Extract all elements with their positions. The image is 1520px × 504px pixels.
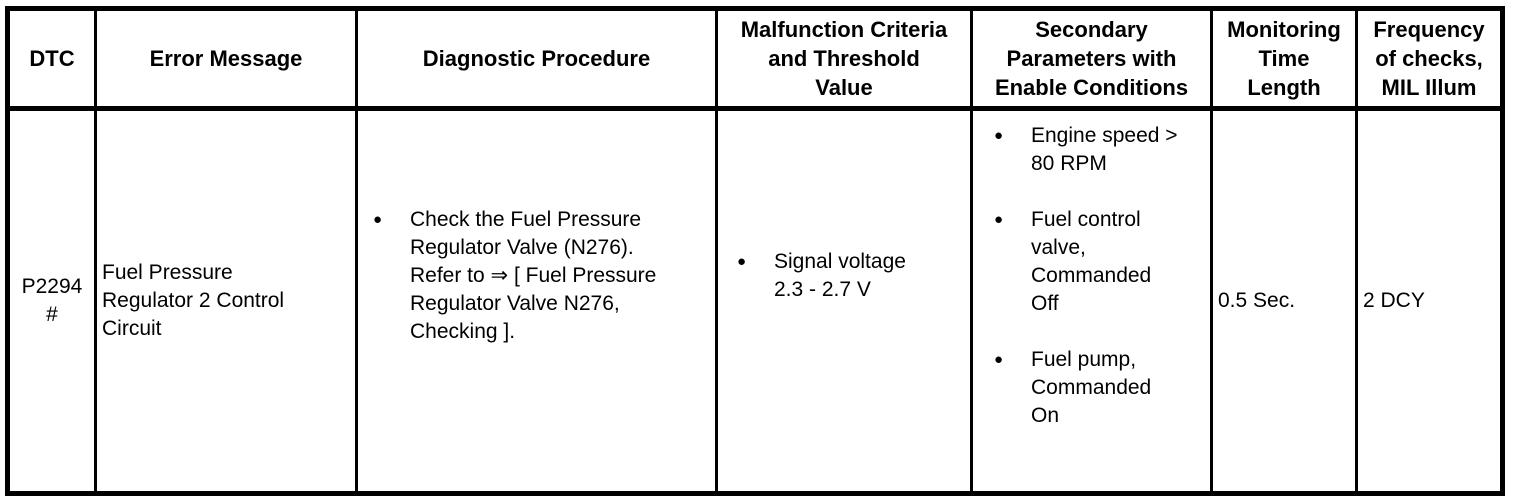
bullet-item-text: Engine speed > 80 RPM: [1031, 124, 1178, 175]
bullet-item-text: Fuel pump, Commanded On: [1031, 348, 1152, 427]
dtc-table: DTC Error Message Diagnostic Procedure M…: [5, 6, 1505, 496]
header-error-message: Error Message: [97, 11, 358, 111]
bullet-item-text: Fuel control valve, Commanded Off: [1031, 208, 1152, 315]
dtc-code-text: P2294 #: [21, 275, 83, 326]
bullet-item-text: Check the Fuel Pressure Regulator Valve …: [410, 208, 657, 343]
bullet-item: ● Engine speed > 80 RPM: [991, 122, 1210, 178]
bullet-icon: ●: [737, 253, 747, 270]
header-monitoring-time-length: Monitoring Time Length: [1213, 11, 1358, 111]
bullet-icon: ●: [994, 127, 1004, 144]
bullet-item: ● Fuel pump, Commanded On: [991, 346, 1210, 430]
bullet-icon: ●: [994, 351, 1004, 368]
bullet-icon: ●: [994, 211, 1004, 228]
bullet-item: ● Signal voltage 2.3 - 2.7 V: [734, 248, 970, 304]
error-message-text: Fuel Pressure Regulator 2 Control Circui…: [102, 261, 285, 340]
bullet-icon: ●: [373, 211, 383, 228]
cell-error-message: Fuel Pressure Regulator 2 Control Circui…: [97, 111, 358, 491]
bullet-item: ● Check the Fuel Pressure Regulator Valve…: [370, 206, 715, 346]
cell-secondary-parameters: ● Engine speed > 80 RPM ● Fuel control valv…: [973, 111, 1213, 491]
header-frequency-of-checks: Frequency of checks, MIL Illum: [1358, 11, 1500, 111]
bullet-item: ● Fuel control valve, Commanded Off: [991, 206, 1210, 318]
cell-malfunction-criteria: ● Signal voltage 2.3 - 2.7 V: [718, 111, 973, 491]
header-secondary-parameters: Secondary Parameters with Enable Conditi…: [973, 11, 1213, 111]
bullet-item-text: Signal voltage 2.3 - 2.7 V: [774, 250, 906, 301]
header-dtc: DTC: [10, 11, 97, 111]
cell-monitoring-time-length: 0.5 Sec.: [1213, 111, 1358, 491]
cell-frequency-of-checks: 2 DCY: [1358, 111, 1500, 491]
cell-dtc-code: P2294 #: [10, 111, 97, 491]
monitoring-time-length-text: 0.5 Sec.: [1218, 289, 1296, 312]
header-malfunction-criteria: Malfunction Criteria and Threshold Value: [718, 11, 973, 111]
frequency-of-checks-text: 2 DCY: [1363, 289, 1425, 312]
cell-diagnostic-procedure: ● Check the Fuel Pressure Regulator Valve…: [358, 111, 718, 491]
header-diagnostic-procedure: Diagnostic Procedure: [358, 11, 718, 111]
